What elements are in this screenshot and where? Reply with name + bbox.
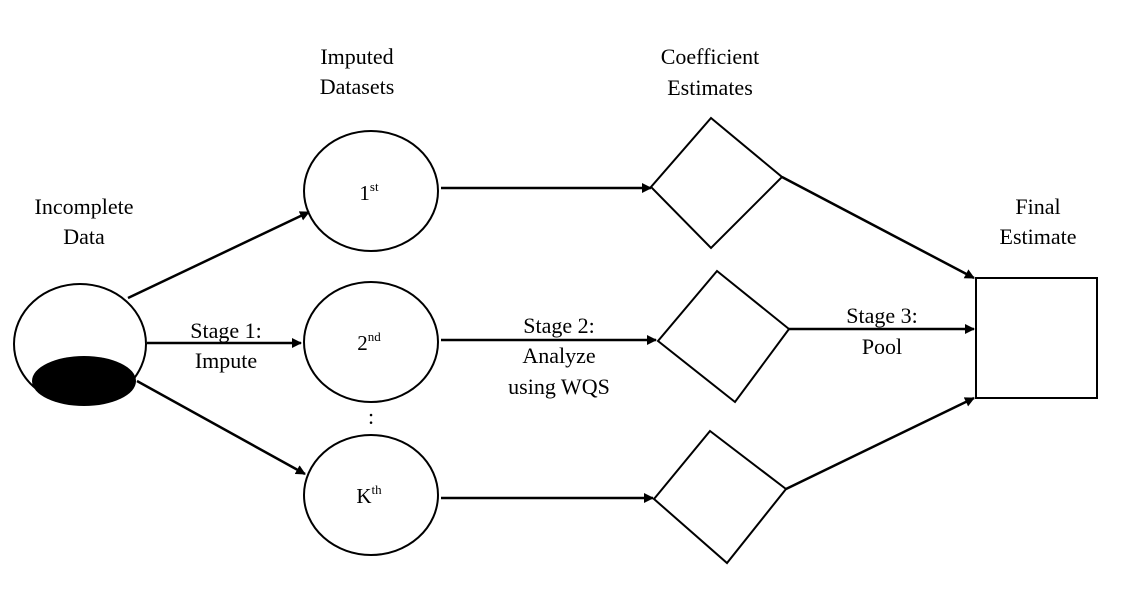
arrow-impute-kth bbox=[136, 379, 306, 476]
stage-1-label-line1: Stage 1: bbox=[190, 318, 262, 343]
imputed-datasets-label-line2: Datasets bbox=[320, 74, 395, 99]
stage-2-label-line2: Analyze bbox=[522, 343, 595, 368]
ellipsis-dots: : bbox=[368, 404, 374, 429]
stage-2-label-line3: using WQS bbox=[508, 374, 610, 399]
incomplete-data-label-line2: Data bbox=[63, 224, 105, 249]
stage-1-label-line2: Impute bbox=[195, 348, 257, 373]
imputed-dataset-2nd-node bbox=[303, 281, 439, 403]
coefficient-estimates-label-line1: Coefficient bbox=[661, 44, 760, 69]
stage-3-label-line2: Pool bbox=[862, 334, 902, 359]
arrow-impute-1st bbox=[127, 210, 310, 300]
coefficient-estimate-k-diamond bbox=[652, 429, 788, 565]
imputed-dataset-kth-node bbox=[303, 434, 439, 556]
coefficient-estimate-2-diamond bbox=[656, 269, 791, 404]
node-kth-label: Kth bbox=[356, 482, 382, 508]
stage-2-label-line1: Stage 2: bbox=[523, 313, 595, 338]
arrow-pool-k bbox=[785, 396, 975, 491]
node-1st-label: 1st bbox=[359, 179, 379, 205]
imputed-dataset-1st-node bbox=[303, 130, 439, 252]
final-estimate-label-line1: Final bbox=[1015, 194, 1060, 219]
stage-3-label-line1: Stage 3: bbox=[846, 303, 918, 328]
final-estimate-box bbox=[975, 277, 1098, 399]
incomplete-data-label-line1: Incomplete bbox=[35, 194, 134, 219]
arrow-pool-1 bbox=[781, 175, 975, 280]
final-estimate-label-line2: Estimate bbox=[1000, 224, 1077, 249]
coefficient-estimate-1-diamond bbox=[649, 116, 784, 250]
coefficient-estimates-label-line2: Estimates bbox=[667, 75, 753, 100]
node-2nd-label: 2nd bbox=[357, 329, 381, 355]
imputed-datasets-label-line1: Imputed bbox=[320, 44, 393, 69]
missing-data-fill bbox=[32, 356, 136, 406]
